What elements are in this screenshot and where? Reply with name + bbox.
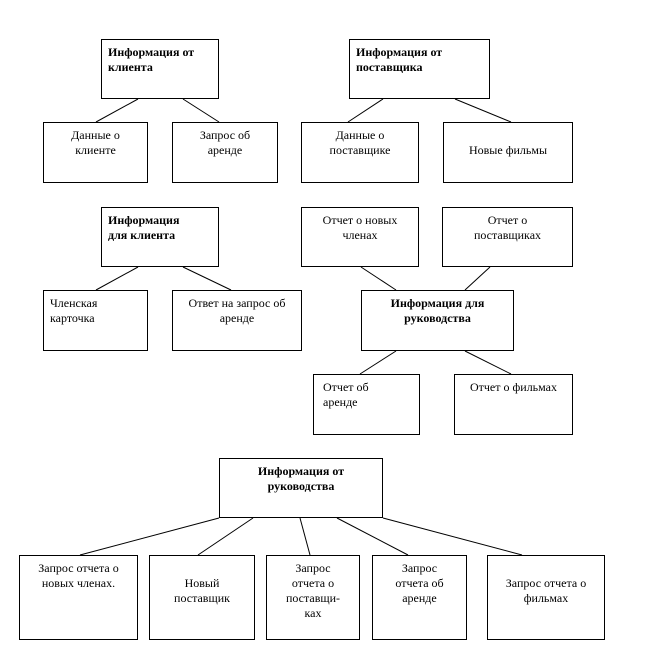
- box-text: Запрос об: [199, 128, 251, 142]
- box-rent-answer: Ответ на запрос об аренде: [172, 290, 302, 351]
- box-text: новых членах.: [41, 576, 116, 590]
- box-text: Отчет о: [487, 213, 528, 227]
- box-text: для клиента: [108, 228, 176, 242]
- box-supplier-data: Данные о поставщике: [301, 122, 419, 183]
- box-client-info: Информация от клиента: [101, 39, 219, 99]
- box-info-from-mgmt: Информация от руководства: [219, 458, 383, 518]
- connector: [299, 517, 311, 556]
- connector: [360, 266, 397, 291]
- box-rent-report: Отчет об аренде: [313, 374, 420, 435]
- connector: [197, 517, 254, 556]
- box-suppliers-report: Отчет о поставщиках: [442, 207, 573, 267]
- box-supplier-info: Информация от поставщика: [349, 39, 490, 99]
- box-req-new-members: Запрос отчета о новых членах.: [19, 555, 138, 640]
- box-text: поставщиках: [473, 228, 542, 242]
- box-text: Данные о: [71, 128, 120, 142]
- box-text: ках: [304, 606, 322, 620]
- box-info-for-mgmt: Информация для руководства: [361, 290, 514, 351]
- box-text: поставщи-: [285, 591, 341, 605]
- box-text: аренде: [323, 395, 358, 409]
- connector: [359, 350, 397, 375]
- connector: [182, 98, 220, 123]
- box-text: Запрос отчета о: [38, 561, 119, 575]
- box-text: Запрос отчета о: [505, 576, 587, 590]
- connector: [95, 266, 139, 291]
- box-new-films: Новые фильмы: [443, 122, 573, 183]
- connector: [95, 98, 139, 123]
- box-text: Ответ на запрос об: [188, 296, 286, 310]
- box-text: отчета о: [291, 576, 335, 590]
- box-text: руководства: [267, 479, 335, 493]
- box-text: Данные о: [335, 128, 385, 142]
- box-text: Запрос: [295, 561, 331, 575]
- connector: [464, 350, 512, 375]
- box-text: Запрос: [401, 561, 438, 575]
- box-member-card: Членская карточка: [43, 290, 148, 351]
- box-text: карточка: [50, 311, 95, 325]
- box-text: Информация от: [356, 45, 443, 59]
- box-client-data: Данные о клиенте: [43, 122, 148, 183]
- box-text: аренде: [402, 591, 437, 605]
- box-text: Отчет о фильмах: [469, 380, 557, 394]
- connector: [79, 517, 220, 556]
- box-new-supplier: Новый поставщик: [149, 555, 255, 640]
- box-text: Отчет о новых: [322, 213, 398, 227]
- box-text: руководства: [404, 311, 471, 325]
- box-text: Новые фильмы: [468, 143, 548, 157]
- box-text: аренде: [219, 311, 255, 325]
- box-rent-request: Запрос об аренде: [172, 122, 278, 183]
- connector: [382, 517, 523, 556]
- connector: [347, 98, 384, 123]
- box-films-report: Отчет о фильмах: [454, 374, 573, 435]
- connector: [336, 517, 409, 556]
- box-text: поставщик: [174, 591, 230, 605]
- box-text: поставщике: [329, 143, 391, 157]
- connector: [182, 266, 232, 291]
- box-req-rent: Запрос отчета об аренде: [372, 555, 467, 640]
- box-text: Информация от: [108, 45, 195, 59]
- box-text: членах: [342, 228, 378, 242]
- box-text: Информация для: [390, 296, 485, 310]
- box-new-members-report: Отчет о новых членах: [301, 207, 419, 267]
- box-text: Членская: [50, 296, 98, 310]
- box-text: фильмах: [523, 591, 569, 605]
- box-text: клиента: [108, 60, 153, 74]
- box-req-films: Запрос отчета о фильмах: [487, 555, 605, 640]
- connector: [464, 266, 491, 291]
- connector: [454, 98, 512, 123]
- box-text: аренде: [207, 143, 243, 157]
- box-text: клиенте: [75, 143, 116, 157]
- box-text: Информация: [108, 213, 180, 227]
- box-text: Информация от: [257, 464, 345, 478]
- box-text: Отчет об: [323, 380, 369, 394]
- box-info-for-client: Информация для клиента: [101, 207, 219, 267]
- box-text: поставщика: [356, 60, 423, 74]
- box-req-suppliers: Запрос отчета о поставщи- ках: [266, 555, 360, 640]
- box-text: отчета об: [395, 576, 444, 590]
- box-text: Новый: [184, 576, 220, 590]
